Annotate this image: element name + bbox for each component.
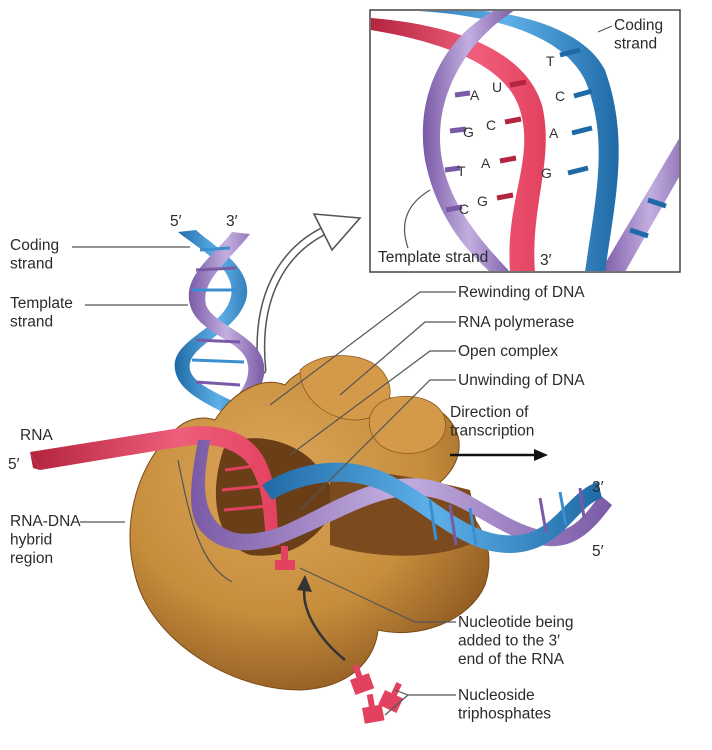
nucleoside-triphosphates [350, 664, 404, 724]
rna-5prime-label: 5′ [8, 456, 20, 473]
inset-template-strand [422, 11, 514, 271]
inset-rna-strand [371, 18, 546, 271]
direction-arrow-icon [450, 449, 548, 461]
inset-coding-base-3: A [549, 125, 559, 141]
inset-coding-base-1: T [546, 53, 555, 69]
top-5prime-label: 5′ [170, 213, 182, 230]
inset-rna-base-1: U [492, 79, 502, 95]
up-arrow-icon [297, 575, 346, 661]
rewinding-label: Rewinding of DNA [458, 284, 585, 301]
curved-arrow-icon [256, 213, 362, 375]
inset-coding-strand [417, 11, 619, 271]
inset-template-base-1: A [470, 87, 480, 103]
open-complex-label: Open complex [458, 343, 558, 360]
inset-coding-base-2: C [555, 88, 565, 104]
inset-coding-base-4: G [541, 165, 552, 181]
inset-rna-base-3: A [481, 155, 491, 171]
inset-template-base-4: C [459, 201, 469, 217]
inset-template-base-2: G [463, 124, 474, 140]
right-5prime-label: 5′ [592, 543, 604, 560]
right-3prime-label: 3′ [592, 479, 604, 496]
inset-rna-3prime-label: 3′ [540, 252, 552, 269]
inset-template-strand-lower [600, 138, 679, 271]
inset-base-ticks [444, 47, 593, 213]
rna-strand [30, 426, 280, 548]
inset-rna-base-4: G [477, 193, 488, 209]
rna-label: RNA [20, 427, 53, 444]
inset-rna-base-2: C [486, 117, 496, 133]
inset-template-strand-label: Template strand [378, 249, 488, 266]
unwinding-label: Unwinding of DNA [458, 372, 585, 389]
incoming-nucleotide [275, 546, 295, 570]
inset-template-base-3: T [457, 163, 466, 179]
rna-polymerase-label: RNA polymerase [458, 314, 574, 331]
upstream-dna-helix [174, 230, 265, 440]
top-3prime-label: 3′ [226, 213, 238, 230]
downstream-dna-helix [191, 440, 612, 553]
